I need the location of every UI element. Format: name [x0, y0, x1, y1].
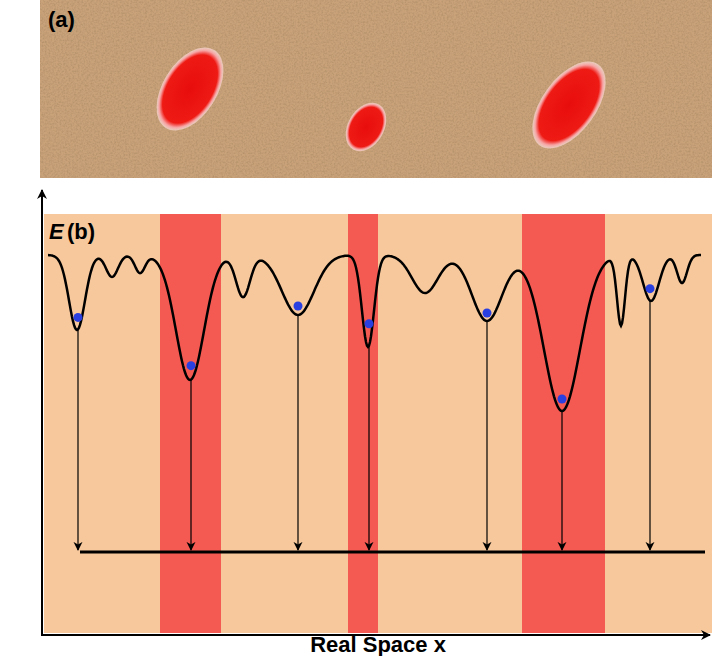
relaxation-arrow — [368, 346, 369, 550]
axis-label: Real Space x — [310, 634, 446, 656]
relaxation-arrow — [561, 411, 562, 550]
landscape-panel — [44, 214, 712, 633]
relaxation-arrow — [190, 380, 191, 550]
red-inclusion — [337, 95, 394, 158]
relaxation-arrow — [77, 329, 78, 550]
red-inclusion — [518, 49, 620, 162]
sample-panel — [40, 0, 712, 178]
panel-label: (b) — [67, 221, 95, 243]
carrier-dot — [365, 319, 374, 328]
relaxation-arrow — [486, 321, 487, 550]
axis-label: E — [49, 221, 64, 243]
relaxation-arrow — [649, 301, 650, 550]
energy-axis — [41, 190, 43, 636]
carrier-dot — [294, 302, 303, 311]
energy-curve — [48, 255, 701, 411]
carrier-dot — [187, 361, 196, 370]
ground-level — [80, 551, 705, 554]
red-inclusion — [143, 36, 238, 143]
panel-label: (a) — [48, 9, 75, 31]
carrier-dot — [74, 313, 83, 322]
relaxation-arrow — [297, 315, 298, 550]
energy-landscape — [48, 255, 701, 550]
carrier-dot — [483, 309, 492, 318]
carrier-dot — [558, 395, 567, 404]
carrier-dot — [646, 284, 655, 293]
